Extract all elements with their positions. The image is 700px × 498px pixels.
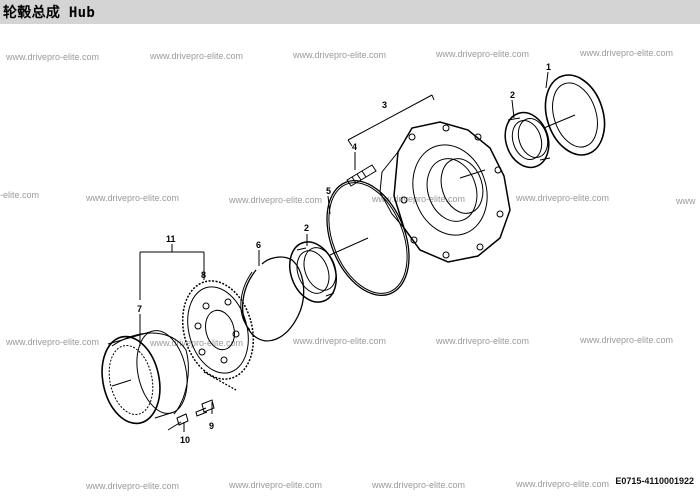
o-ring-part bbox=[326, 180, 410, 296]
screw-part-10 bbox=[167, 413, 189, 431]
watermark: www.drivepro-elite.com bbox=[86, 193, 180, 203]
watermark: www.drivepro-elite.com bbox=[516, 193, 610, 203]
callout-8: 8 bbox=[201, 270, 206, 280]
watermark: www.drivepro-elite.com bbox=[436, 336, 530, 346]
callout-10: 10 bbox=[180, 435, 190, 445]
leader-line bbox=[327, 195, 331, 215]
watermark: www.drivepro-elite.com bbox=[6, 52, 100, 62]
watermark: www.drivepro-elite.com bbox=[580, 48, 674, 58]
watermark: www.drivepro-elite.com bbox=[372, 480, 466, 490]
callout-7: 7 bbox=[137, 304, 142, 314]
watermark: www.drivepro-elite.com bbox=[150, 338, 244, 348]
callout-9: 9 bbox=[209, 421, 214, 431]
callout-11: 11 bbox=[166, 234, 176, 244]
title-bar: 轮毂总成 Hub bbox=[0, 0, 700, 24]
watermark: -elite.com bbox=[0, 190, 40, 200]
leader-line bbox=[139, 244, 205, 300]
callout-5: 5 bbox=[326, 186, 331, 196]
watermark: www.drivepro-elite.com bbox=[372, 194, 466, 204]
watermark: www.drivepro-elite.com bbox=[516, 479, 610, 489]
watermark: www.drivepro-elite.com bbox=[150, 51, 244, 61]
bearing-part-lower bbox=[289, 241, 337, 303]
watermark: www.drivepro-elite.com bbox=[436, 49, 530, 59]
callout-3: 3 bbox=[382, 100, 387, 110]
reference-code: E0715-4110001922 bbox=[615, 476, 694, 486]
leader-line bbox=[511, 99, 515, 119]
leader-line bbox=[347, 94, 435, 147]
leader-line bbox=[545, 71, 549, 89]
watermark: www.drivepro-elite.com bbox=[229, 195, 323, 205]
callout-2-upper: 2 bbox=[510, 90, 515, 100]
bolt-part-9 bbox=[195, 399, 215, 417]
watermark: www bbox=[676, 196, 696, 206]
hub-exploded-diagram: 1 2 3 4 5 2 6 11 8 7 9 10 bbox=[101, 62, 606, 445]
callout-2-lower: 2 bbox=[304, 223, 309, 233]
watermark: www.drivepro-elite.com bbox=[293, 336, 387, 346]
callout-6: 6 bbox=[256, 240, 261, 250]
callout-1: 1 bbox=[546, 62, 551, 72]
callout-labels: 1 2 3 4 5 2 6 11 8 7 9 10 bbox=[137, 62, 551, 445]
hub-body-part bbox=[379, 121, 511, 263]
gear-carrier-part bbox=[181, 280, 255, 380]
seal-ring-part bbox=[543, 74, 606, 156]
bearing-part-upper bbox=[504, 111, 551, 169]
snap-ring-part bbox=[240, 256, 305, 342]
watermark: www.drivepro-elite.com bbox=[580, 335, 674, 345]
callout-4: 4 bbox=[352, 142, 357, 152]
watermark: www.drivepro-elite.com bbox=[86, 481, 180, 491]
watermark: www.drivepro-elite.com bbox=[6, 337, 100, 347]
ring-gear-part bbox=[101, 330, 189, 425]
watermark: www.drivepro-elite.com bbox=[229, 480, 323, 490]
watermark: www.drivepro-elite.com bbox=[293, 50, 387, 60]
page-title: 轮毂总成 Hub bbox=[3, 5, 96, 21]
